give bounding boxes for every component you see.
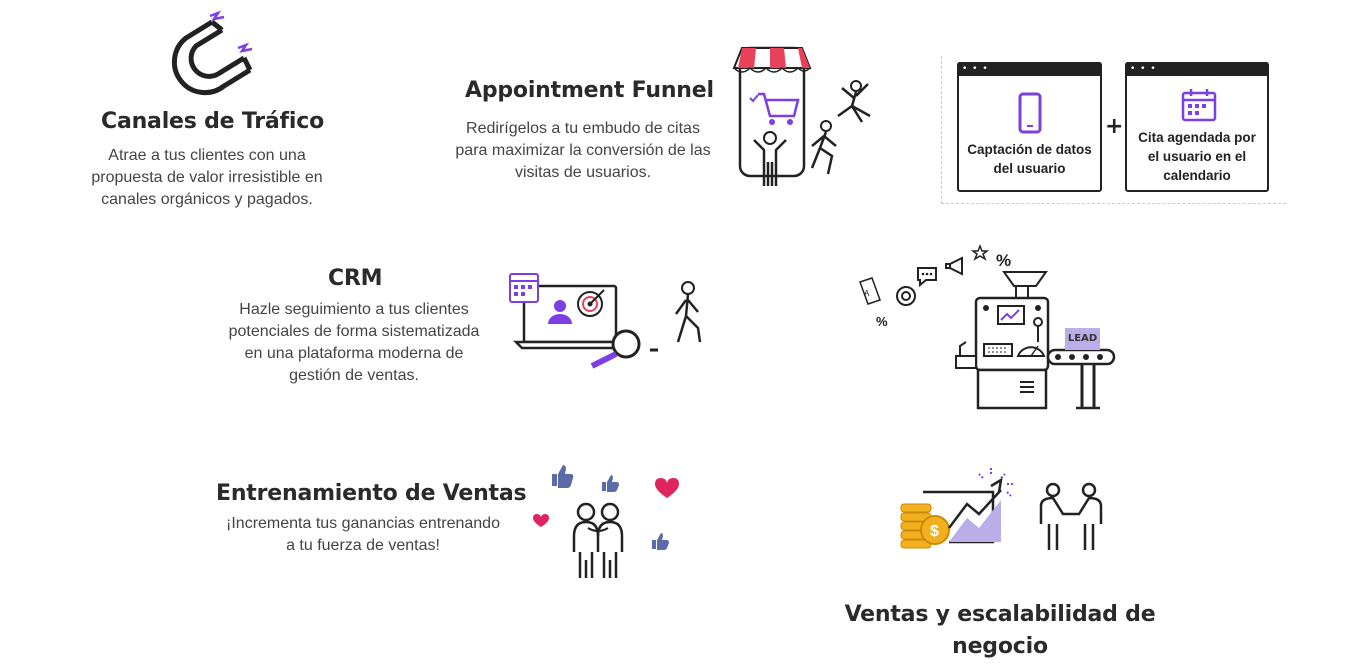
appointment-card: • • • Cita agendada por el usuario en el… — [1125, 62, 1269, 192]
traffic-title: Canales de Tráfico — [101, 109, 324, 134]
lead-machine-icon: A % % — [859, 243, 1116, 410]
plus-sign: + — [1105, 114, 1124, 139]
training-title: Entrenamiento de Ventas — [216, 481, 527, 506]
calendar-icon — [1181, 89, 1217, 122]
capture-card-text: Captación de datos del usuario — [967, 142, 1092, 176]
smartphone-icon — [1018, 92, 1042, 134]
card-titlebar: • • • — [1125, 62, 1269, 76]
magnet-icon — [171, 10, 253, 96]
traffic-description: Atrae a tus clientes con una propuesta d… — [91, 147, 323, 208]
laptop-target-icon — [509, 273, 702, 369]
svg-text:$: $ — [930, 523, 939, 540]
team-likes-icon — [533, 465, 679, 578]
capture-card: • • • Captación de datos del usuario — [957, 62, 1102, 192]
svg-text:%: % — [876, 314, 888, 329]
funnel-title: Appointment Funnel — [465, 78, 714, 103]
shop-phone-icon — [732, 46, 871, 186]
svg-text:%: % — [996, 251, 1011, 270]
sales-title: Ventas y escalabilidad de negocio — [844, 602, 1156, 659]
appointment-card-text: Cita agendada por el usuario en el calen… — [1138, 130, 1256, 183]
crm-description: Hazle seguimiento a tus clientes potenci… — [228, 301, 480, 384]
growth-handshake-icon: $ — [900, 468, 1103, 550]
svg-text:A: A — [864, 289, 870, 298]
card-titlebar: • • • — [957, 62, 1102, 76]
training-description: ¡Incrementa tus ganancias entrenando a t… — [226, 515, 500, 554]
crm-title: CRM — [328, 266, 383, 291]
cards-container — [941, 56, 1286, 204]
funnel-description: Redirígelos a tu embudo de citas para ma… — [455, 120, 711, 181]
lead-label: LEAD — [1065, 328, 1100, 350]
